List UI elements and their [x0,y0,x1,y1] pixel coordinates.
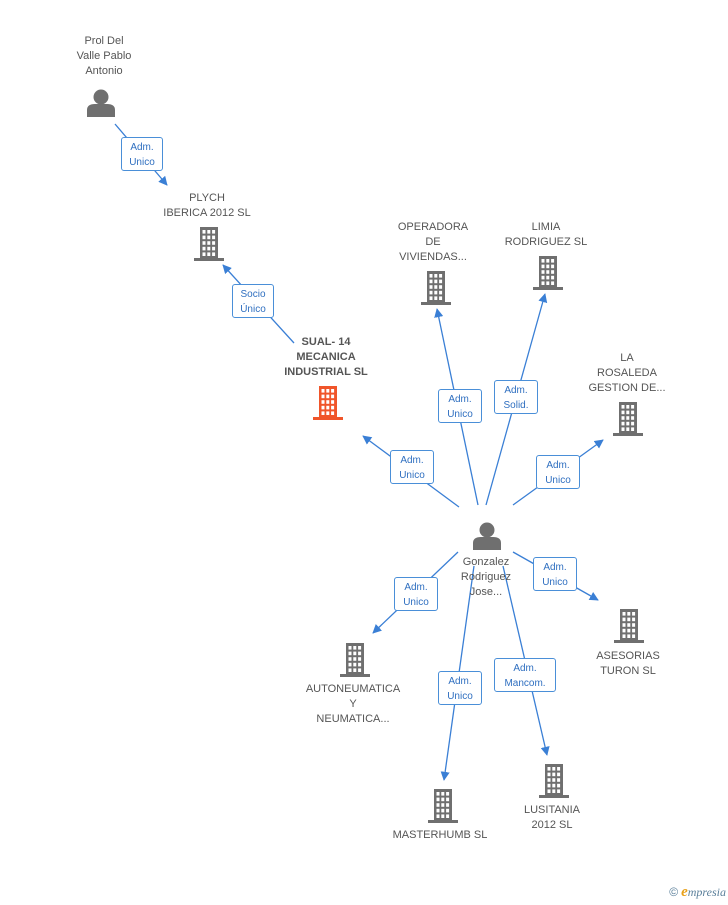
role-badge-gonzalez-lusitania[interactable]: Adm. Mancom. [494,658,556,692]
node-label-rosaleda[interactable]: LA ROSALEDA GESTION DE... [588,352,666,394]
node-label-gonzalez[interactable]: Gonzalez Rodriguez Jose... [460,556,512,598]
role-badge-sual-plych[interactable]: Socio Único [232,284,274,318]
brand-initial: e [681,884,688,900]
autoneumatica-building-icon[interactable] [340,643,370,677]
rosaleda-building-icon[interactable] [613,402,643,436]
sual-building-icon[interactable] [313,386,343,420]
lusitania-building-icon[interactable] [539,764,569,798]
gonzalez-person-icon[interactable] [473,522,501,551]
node-label-autoneumatica[interactable]: AUTONEUMATICA Y NEUMATICA... [305,683,401,725]
node-label-plych[interactable]: PLYCH IBERICA 2012 SL [163,192,251,219]
brand-name: mpresia [687,885,726,899]
masterhumb-building-icon[interactable] [428,789,458,823]
role-badge-gonzalez-asesorias[interactable]: Adm. Unico [533,557,577,591]
node-label-lusitania[interactable]: LUSITANIA 2012 SL [523,804,581,831]
operadora-building-icon[interactable] [421,271,451,305]
role-badge-gonzalez-sual[interactable]: Adm. Unico [390,450,434,484]
role-badge-gonzalez-autoneumatica[interactable]: Adm. Unico [394,577,438,611]
plych-building-icon[interactable] [194,227,224,261]
prol-person-icon[interactable] [87,89,115,118]
asesorias-building-icon[interactable] [614,609,644,643]
icons-layer [87,89,644,823]
limia-building-icon[interactable] [533,256,563,290]
role-badge-gonzalez-operadora[interactable]: Adm. Unico [438,389,482,423]
node-label-operadora[interactable]: OPERADORA DE VIVIENDAS... [397,221,469,263]
empresia-logo[interactable]: © empresia [669,884,726,901]
role-badge-gonzalez-limia[interactable]: Adm. Solid. [494,380,538,414]
node-label-asesorias[interactable]: ASESORIAS TURON SL [596,650,660,677]
node-label-sual[interactable]: SUAL- 14 MECANICA INDUSTRIAL SL [284,336,368,378]
node-label-masterhumb[interactable]: MASTERHUMB SL [392,829,488,841]
node-label-limia[interactable]: LIMIA RODRIGUEZ SL [504,221,588,248]
node-label-prol[interactable]: Prol Del Valle Pablo Antonio [76,35,132,77]
copyright-mark: © [669,885,679,899]
role-badge-gonzalez-rosaleda[interactable]: Adm. Unico [536,455,580,489]
role-badge-prol-plych[interactable]: Adm. Unico [121,137,163,171]
role-badge-gonzalez-masterhumb[interactable]: Adm. Unico [438,671,482,705]
